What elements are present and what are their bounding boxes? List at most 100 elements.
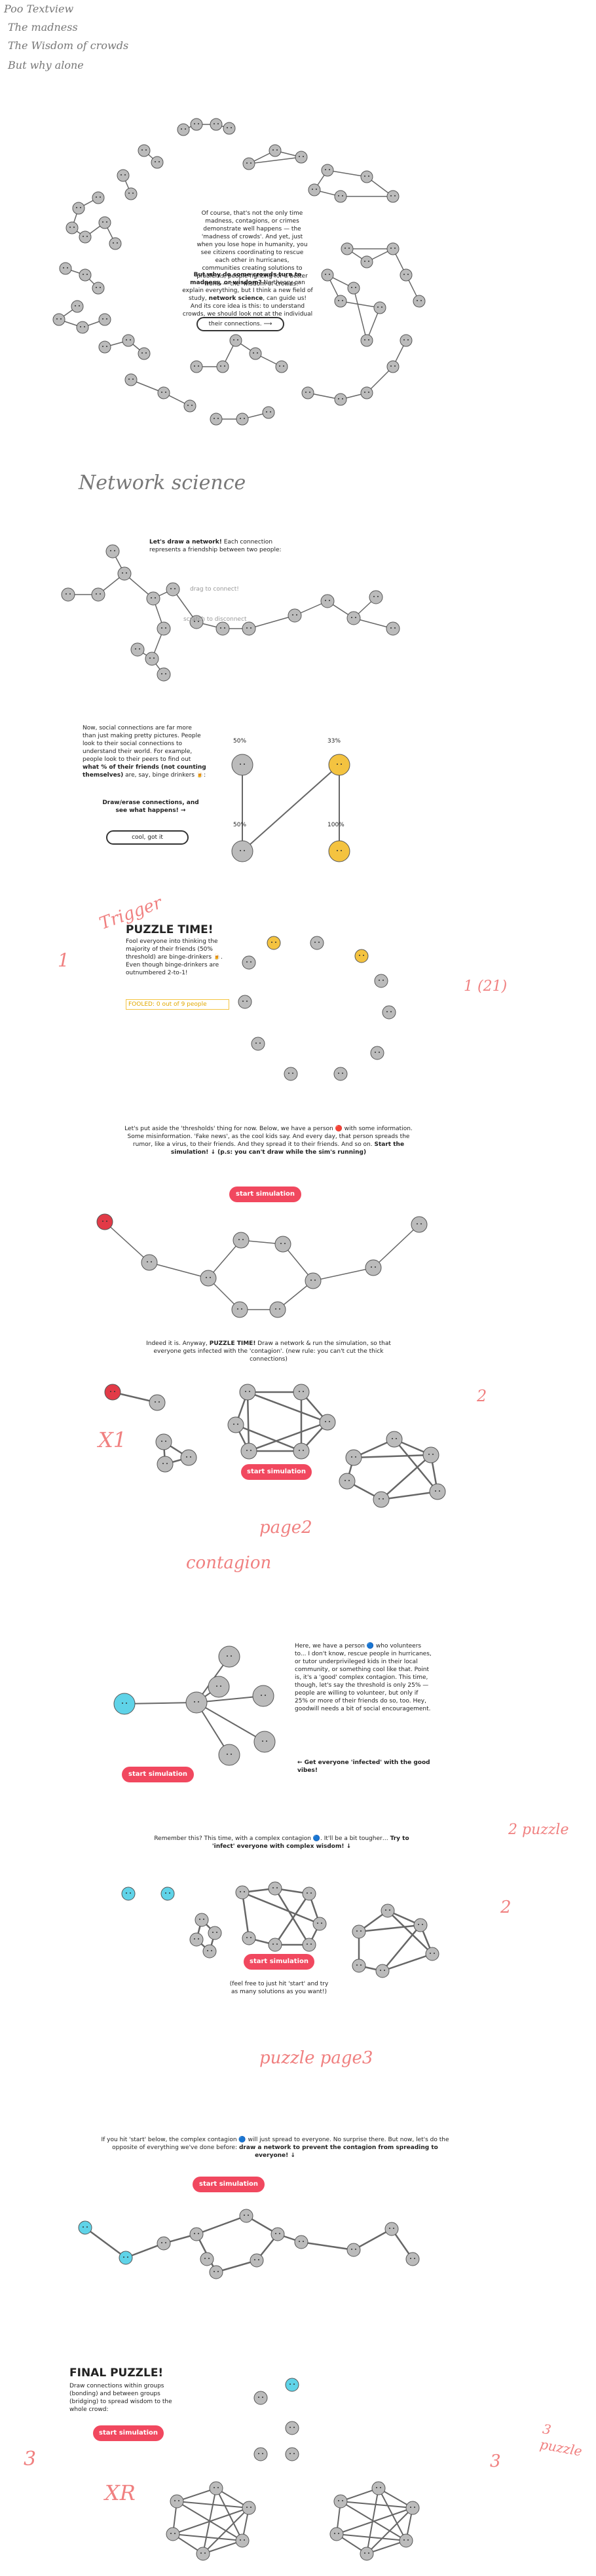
- annotation-xr: XR: [105, 2480, 136, 2505]
- connection-line: [353, 287, 367, 341]
- person-node: [384, 2222, 399, 2236]
- annotation-contagion: contagion: [186, 1553, 272, 1573]
- person-node: [242, 2501, 256, 2515]
- connection-line: [340, 2501, 413, 2509]
- person-node: [92, 191, 105, 204]
- connection-line: [248, 1421, 328, 1452]
- annotation-x1: X1: [98, 1427, 127, 1452]
- puzzle-1-title: PUZZLE TIME!: [126, 923, 214, 936]
- person-node: [113, 1693, 136, 1715]
- person-node: [253, 1731, 276, 1753]
- person-node: [249, 347, 262, 360]
- person-node: [210, 118, 223, 131]
- person-node: [360, 2547, 374, 2561]
- person-node: [98, 340, 111, 354]
- person-node: [141, 1254, 158, 1271]
- annotation-puzzle-page3: puzzle page3: [259, 2048, 373, 2068]
- connection-line: [336, 2533, 407, 2541]
- connection-line: [274, 1893, 310, 1945]
- person-node: [371, 2481, 386, 2495]
- person-node: [98, 313, 111, 326]
- their-connections-button[interactable]: their connections. ⟶: [196, 317, 284, 331]
- person-node: [124, 187, 138, 200]
- person-node: [160, 1886, 175, 1901]
- threshold-label-2: 33%: [327, 738, 341, 745]
- connection-line: [242, 1891, 320, 1925]
- person-node: [268, 1881, 282, 1896]
- connection-line: [358, 1924, 421, 1933]
- annotation-2-puzzle: 2 puzzle: [508, 1822, 569, 1838]
- final-puzzle-title: FINAL PUZZLE!: [69, 2366, 164, 2380]
- person-node: [369, 590, 383, 604]
- person-node: [305, 1272, 322, 1289]
- drag-hint: drag to connect!: [190, 586, 239, 593]
- connection-line: [381, 1454, 432, 1500]
- person-node: [301, 386, 314, 399]
- person-node: [104, 1384, 121, 1401]
- annotation-1-21: 1 (21): [464, 978, 508, 995]
- person-node: [185, 1691, 208, 1714]
- connection-line: [336, 2507, 413, 2535]
- person-node: [79, 230, 92, 244]
- connection-line: [196, 1702, 265, 1742]
- person-node: [92, 282, 105, 295]
- connection-line: [241, 1892, 250, 1939]
- person-node: [189, 1932, 204, 1947]
- person-node: [236, 413, 249, 426]
- connection-line: [381, 1490, 438, 1501]
- person-node: [375, 1964, 390, 1978]
- person-node: [386, 190, 400, 203]
- person-node: [381, 1904, 395, 1918]
- person-node: [333, 2494, 348, 2509]
- person-node: [166, 2527, 180, 2541]
- puzzle-1-text: Fool everyone into thinking the majority…: [126, 938, 223, 976]
- person-node: [223, 122, 236, 135]
- person-node: [231, 1301, 248, 1318]
- annotation-circle-1: 1: [58, 949, 69, 971]
- connection-line: [312, 1267, 374, 1281]
- person-node: [149, 1394, 166, 1411]
- start-simulation-button-6[interactable]: start simulation: [93, 2425, 164, 2441]
- person-node: [200, 2252, 214, 2266]
- person-node: [346, 2243, 361, 2257]
- person-node: [347, 282, 360, 295]
- person-node: [253, 2391, 268, 2405]
- person-node: [218, 1744, 240, 1766]
- person-node: [425, 1947, 439, 1961]
- connection-line: [215, 2259, 257, 2273]
- cool-got-it-button[interactable]: cool, got it: [106, 830, 189, 845]
- person-node: [189, 615, 204, 629]
- person-node: [293, 1384, 310, 1401]
- connection-line: [208, 1240, 242, 1279]
- bridge-text: If you hit 'start' below, the complex co…: [101, 2137, 449, 2159]
- connection-line: [202, 2507, 250, 2554]
- person-node: [267, 936, 281, 950]
- intro-paragraph: Of course, that's not the only time madn…: [196, 210, 308, 287]
- person-node: [308, 183, 321, 196]
- person-node: [360, 170, 373, 183]
- person-node: [321, 268, 334, 282]
- person-node: [268, 1938, 282, 1952]
- person-node: [386, 360, 400, 373]
- person-node: [130, 642, 145, 657]
- person-node: [166, 582, 180, 597]
- person-node: [218, 1646, 240, 1668]
- threshold-intro-text: Now, social connections are far more tha…: [83, 725, 206, 779]
- connection-line: [196, 2215, 247, 2236]
- start-simulation-button-4[interactable]: start simulation: [244, 1954, 314, 1970]
- threshold-label-3: 50%: [233, 822, 247, 828]
- connection-line: [366, 2540, 407, 2554]
- final-puzzle-text: Draw connections within groups (bonding)…: [69, 2383, 172, 2413]
- start-simulation-button-2[interactable]: start simulation: [241, 1464, 312, 1480]
- person-node: [98, 216, 111, 229]
- person-node: [239, 2209, 253, 2223]
- start-simulation-button-1[interactable]: start simulation: [229, 1187, 301, 1202]
- person-node: [411, 1216, 428, 1233]
- person-node: [59, 262, 72, 275]
- annotation-circle-2: 2: [500, 1898, 512, 1917]
- start-simulation-button-3[interactable]: start simulation: [122, 1767, 194, 1782]
- person-node: [333, 1067, 348, 1081]
- start-simulation-button-5[interactable]: start simulation: [193, 2177, 265, 2192]
- person-node: [151, 156, 164, 169]
- person-node: [429, 1483, 446, 1500]
